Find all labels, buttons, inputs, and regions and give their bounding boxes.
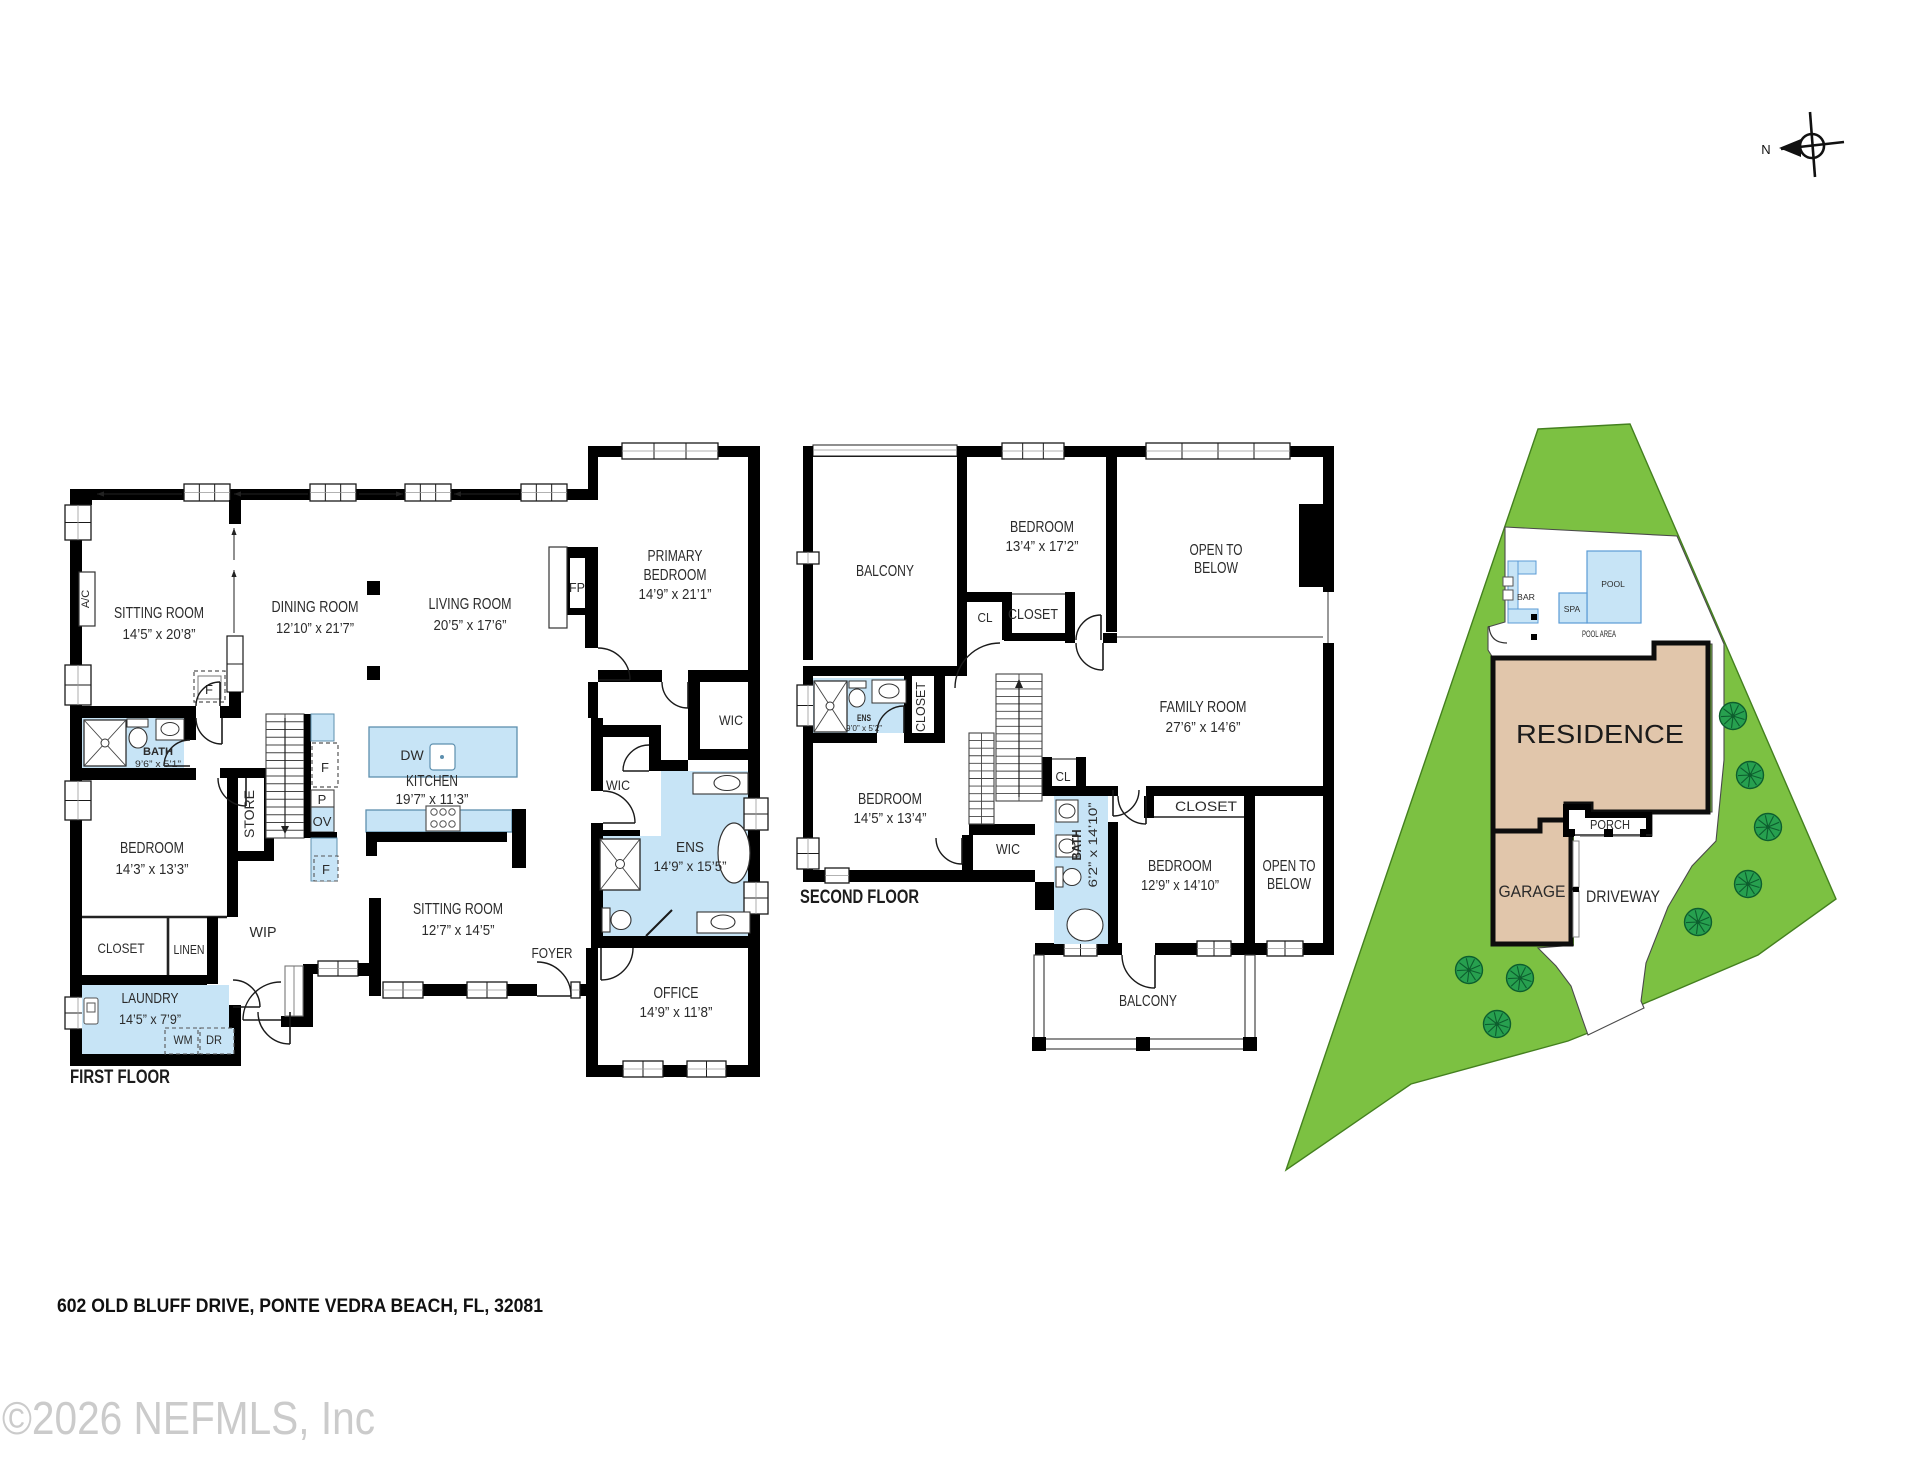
svg-text:F: F xyxy=(322,862,330,877)
svg-text:19’7” x 11’3”: 19’7” x 11’3” xyxy=(396,792,469,808)
svg-text:ENS: ENS xyxy=(857,713,871,723)
svg-text:OV: OV xyxy=(313,814,332,829)
svg-text:14’5” x 13’4”: 14’5” x 13’4” xyxy=(854,811,927,827)
svg-text:A/C: A/C xyxy=(80,590,92,608)
svg-text:CLOSET: CLOSET xyxy=(1008,607,1058,623)
svg-text:CL: CL xyxy=(1056,769,1071,784)
svg-text:P: P xyxy=(318,792,327,807)
svg-text:WIP: WIP xyxy=(250,924,277,941)
svg-text:OFFICE: OFFICE xyxy=(654,985,699,1002)
svg-text:12’10” x 21’7”: 12’10” x 21’7” xyxy=(276,621,354,637)
svg-text:WIC: WIC xyxy=(996,842,1020,858)
svg-text:FAMILY ROOM: FAMILY ROOM xyxy=(1160,699,1247,716)
svg-text:F: F xyxy=(321,760,329,775)
svg-text:BAR: BAR xyxy=(1517,592,1535,602)
svg-text:9’0” x 5’2”: 9’0” x 5’2” xyxy=(846,724,882,733)
svg-text:FIRST FLOOR: FIRST FLOOR xyxy=(70,1067,170,1088)
svg-text:LIVING ROOM: LIVING ROOM xyxy=(429,596,512,613)
svg-text:27’6” x 14’6”: 27’6” x 14’6” xyxy=(1166,720,1241,736)
svg-text:602 OLD BLUFF DRIVE, PONTE VED: 602 OLD BLUFF DRIVE, PONTE VEDRA BEACH, … xyxy=(57,1295,543,1317)
svg-text:BEDROOM: BEDROOM xyxy=(120,840,184,857)
svg-text:BATH: BATH xyxy=(1069,830,1084,861)
svg-text:LINEN: LINEN xyxy=(174,942,205,957)
svg-text:SITTING ROOM: SITTING ROOM xyxy=(413,901,503,918)
svg-text:BATH: BATH xyxy=(143,746,173,758)
svg-text:14’3” x 13’3”: 14’3” x 13’3” xyxy=(116,862,189,878)
svg-text:12’9” x 14’10”: 12’9” x 14’10” xyxy=(1141,878,1219,894)
svg-text:CLOSET: CLOSET xyxy=(98,940,145,956)
svg-text:POOL: POOL xyxy=(1601,579,1625,589)
svg-text:POOL AREA: POOL AREA xyxy=(1582,629,1616,639)
svg-text:FOYER: FOYER xyxy=(532,946,573,962)
svg-text:DINING ROOM: DINING ROOM xyxy=(272,599,359,616)
svg-text:WIC: WIC xyxy=(719,712,743,728)
svg-text:9’6” x 5’1”: 9’6” x 5’1” xyxy=(135,759,181,770)
svg-text:13’4” x 17’2”: 13’4” x 17’2” xyxy=(1006,539,1079,555)
svg-text:BEDROOM: BEDROOM xyxy=(858,791,922,808)
svg-text:BALCONY: BALCONY xyxy=(856,563,914,580)
svg-text:BEDROOM: BEDROOM xyxy=(1148,858,1212,875)
svg-text:LAUNDRY: LAUNDRY xyxy=(122,991,179,1007)
svg-text:CLOSET: CLOSET xyxy=(914,682,928,732)
svg-text:©2026 NEFMLS, Inc: ©2026 NEFMLS, Inc xyxy=(2,1392,375,1444)
svg-text:14’5” x 7’9”: 14’5” x 7’9” xyxy=(119,1012,181,1027)
svg-text:20’5” x 17’6”: 20’5” x 17’6” xyxy=(434,618,507,634)
svg-text:FP: FP xyxy=(569,581,585,595)
svg-text:KITCHEN: KITCHEN xyxy=(406,773,458,790)
svg-text:BEDROOM: BEDROOM xyxy=(1010,519,1074,536)
svg-text:SPA: SPA xyxy=(1564,604,1581,614)
svg-text:14’9” x 11’8”: 14’9” x 11’8” xyxy=(640,1005,713,1021)
svg-text:BELOW: BELOW xyxy=(1194,560,1238,577)
svg-text:CL: CL xyxy=(978,610,993,625)
svg-text:ENS: ENS xyxy=(676,840,704,856)
svg-text:BALCONY: BALCONY xyxy=(1119,993,1177,1010)
svg-text:PRIMARY: PRIMARY xyxy=(648,548,703,565)
svg-text:BELOW: BELOW xyxy=(1267,876,1311,893)
svg-text:N: N xyxy=(1761,142,1770,157)
svg-text:DR: DR xyxy=(206,1033,222,1047)
svg-text:14’9” x 21’1”: 14’9” x 21’1” xyxy=(639,587,712,603)
svg-text:STORE: STORE xyxy=(241,790,257,838)
svg-text:14’5” x 20’8”: 14’5” x 20’8” xyxy=(123,627,196,643)
svg-text:DW: DW xyxy=(400,747,424,763)
svg-text:SECOND FLOOR: SECOND FLOOR xyxy=(800,887,919,908)
svg-text:RESIDENCE: RESIDENCE xyxy=(1516,719,1684,749)
svg-text:PORCH: PORCH xyxy=(1590,818,1630,832)
svg-text:14’9” x 15’5”: 14’9” x 15’5” xyxy=(654,859,727,874)
svg-text:F: F xyxy=(205,682,213,697)
svg-text:DRIVEWAY: DRIVEWAY xyxy=(1586,887,1660,906)
svg-text:12’7” x 14’5”: 12’7” x 14’5” xyxy=(422,923,495,939)
svg-text:SITTING ROOM: SITTING ROOM xyxy=(114,605,204,622)
svg-text:GARAGE: GARAGE xyxy=(1499,882,1566,901)
svg-text:WM: WM xyxy=(174,1033,193,1047)
svg-text:CLOSET: CLOSET xyxy=(1175,798,1237,814)
svg-text:OPEN TO: OPEN TO xyxy=(1190,542,1243,559)
svg-text:WIC: WIC xyxy=(606,777,630,793)
svg-text:OPEN TO: OPEN TO xyxy=(1263,858,1316,875)
svg-text:BEDROOM: BEDROOM xyxy=(644,567,707,584)
svg-text:6’2” x 14’10”: 6’2” x 14’10” xyxy=(1086,803,1100,888)
